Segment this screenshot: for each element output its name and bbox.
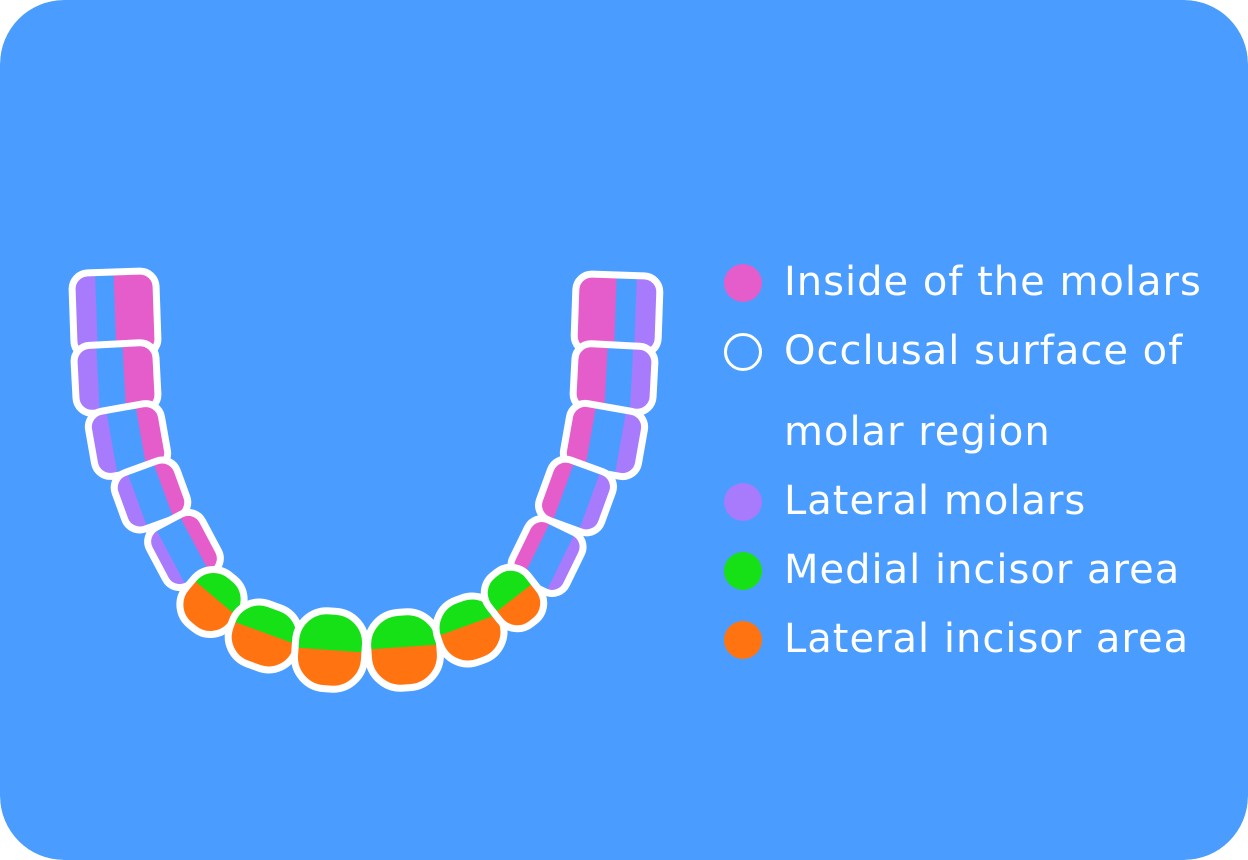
legend-swatch-purple [724, 483, 762, 521]
legend-item-lateral-molars: Lateral molars [724, 473, 1224, 542]
incisor-left-2 [290, 607, 370, 693]
legend-swatch-orange [724, 621, 762, 659]
incisor-right-2 [364, 608, 444, 692]
left-molar-3 [84, 400, 172, 480]
legend-swatch-pink [724, 264, 762, 302]
legend-label-lateral-molars: Lateral molars [784, 478, 1087, 524]
left-molar-2 [70, 339, 162, 417]
legend-item-occlusal-surface: Occlusal surface of molar region [724, 323, 1224, 473]
legend-label-inside-molars: Inside of the molars [784, 259, 1202, 305]
legend-label-medial-incisor: Medial incisor area [784, 547, 1181, 593]
legend-swatch-green [724, 552, 762, 590]
legend-label-occlusal-surface: Occlusal surface of molar region [784, 328, 1184, 455]
legend-swatch-hollow [724, 333, 762, 371]
dental-arch [68, 267, 664, 693]
incisor-right-3 [427, 587, 513, 673]
legend: Inside of the molars Occlusal surface of… [724, 254, 1224, 680]
legend-item-inside-molars: Inside of the molars [724, 254, 1224, 323]
legend-item-lateral-incisor: Lateral incisor area [724, 611, 1224, 680]
left-molar-1 [68, 267, 162, 361]
legend-item-medial-incisor: Medial incisor area [724, 542, 1224, 611]
legend-label-lateral-incisor: Lateral incisor area [784, 616, 1190, 662]
incisor-right-4 [475, 558, 553, 638]
